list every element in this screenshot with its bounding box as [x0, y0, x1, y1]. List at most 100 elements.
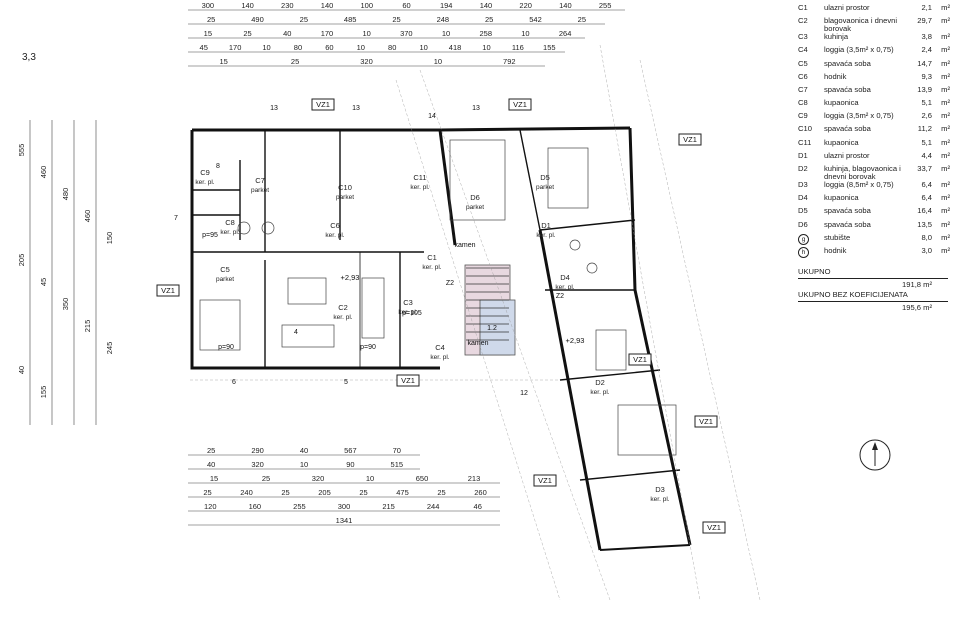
bottom-dimension: 25 — [281, 488, 289, 497]
plan-label: 13 — [352, 105, 360, 112]
bottom-dimension: 120 — [204, 502, 217, 511]
top-dimension: 370 — [400, 29, 413, 38]
legend-name: blagovaonica i dnevni borovak — [824, 16, 898, 34]
legend-value: 14,7 — [917, 58, 932, 68]
level-mark: +2,93 — [566, 336, 585, 345]
bottom-dimension: 215 — [382, 502, 395, 511]
left-dimension: 205 — [17, 254, 26, 267]
left-dimension: 460 — [83, 210, 92, 223]
top-dimension: 40 — [283, 29, 291, 38]
legend-name: stubište — [824, 232, 851, 242]
top-dimension: 320 — [360, 57, 373, 66]
legend-name: ulazni prostor — [824, 150, 870, 160]
top-dimension: 258 — [479, 29, 492, 38]
legend-value: 13,5 — [917, 219, 932, 229]
plan-label: 7 — [174, 215, 178, 222]
room-floor: ker. pl. — [195, 179, 214, 186]
bottom-dimension: 320 — [251, 460, 264, 469]
total-value: 191,8 m² — [902, 280, 932, 290]
legend-name: spavaća soba — [824, 84, 871, 94]
marker-box — [678, 133, 702, 146]
top-dimension: 25 — [300, 15, 308, 24]
plan-label: Z2 — [446, 280, 454, 287]
room-id: C11 — [413, 173, 426, 182]
legend-code: D1 — [798, 150, 808, 160]
bottom-dimension: 40 — [300, 446, 308, 455]
room-id: C7 — [255, 176, 265, 185]
bottom-dimension: 10 — [300, 460, 308, 469]
legend-name: ulazni prostor — [824, 3, 870, 12]
legend-value: 2,1 — [921, 3, 932, 12]
legend-value: 8,0 — [921, 232, 932, 242]
room-floor: ker. pl. — [430, 354, 449, 361]
legend-unit: m² — [941, 3, 950, 12]
room-floor: ker. pl. — [333, 314, 352, 321]
room-id: D6 — [470, 193, 480, 202]
marker-box — [533, 474, 557, 487]
room-id: C1 — [427, 253, 437, 262]
bottom-dimension: 320 — [312, 474, 325, 483]
legend-name: spavaća soba — [824, 124, 871, 134]
bottom-dimension: 10 — [366, 474, 374, 483]
legend-name: kuhinja, blagovaonica i dnevni borovak — [824, 164, 901, 181]
top-dimension: 10 — [521, 29, 529, 38]
room-floor: parket — [466, 204, 484, 211]
vz-marker: VZ1 — [401, 376, 415, 385]
top-dimension: 10 — [357, 43, 365, 52]
room-id: C4 — [435, 343, 445, 352]
total-nocoef-value: 195,6 m² — [902, 302, 932, 312]
stair-label: 1.2 — [487, 325, 497, 332]
top-dimension: 485 — [344, 15, 357, 24]
top-dimension: 60 — [325, 43, 333, 52]
room-id: D4 — [560, 273, 570, 282]
left-dimension: 480 — [61, 188, 70, 201]
room-floor: ker. pl. — [650, 496, 669, 503]
legend-value: 33,7 — [917, 164, 932, 173]
legend-code: D6 — [798, 219, 808, 229]
north-arrow-icon — [859, 439, 891, 471]
room-id: C10 — [338, 183, 352, 192]
room-id: C6 — [330, 221, 340, 230]
legend-code: D4 — [798, 193, 808, 203]
legend-code: C2 — [798, 16, 808, 26]
legend-value: 4,4 — [921, 150, 932, 160]
bottom-dimension: 240 — [240, 488, 253, 497]
legend-name: hodnik — [824, 245, 847, 255]
bottom-dimension: 213 — [468, 474, 481, 483]
bottom-dimension: 290 — [251, 446, 264, 455]
legend-unit: m² — [941, 111, 950, 121]
legend-code: D3 — [798, 179, 808, 189]
top-dimension: 25 — [392, 15, 400, 24]
top-dimension: 15 — [220, 57, 228, 66]
vz-marker: VZ1 — [161, 286, 175, 295]
furniture — [199, 139, 677, 456]
room-floor: ker. pl. — [555, 284, 574, 291]
room-id: C3 — [403, 298, 413, 307]
legend-unit: m² — [941, 137, 950, 147]
room-id: D5 — [540, 173, 550, 182]
legend-code: g — [798, 233, 824, 245]
left-wing-walls — [190, 128, 440, 370]
dimension-lines — [29, 9, 625, 526]
top-dimension: 60 — [402, 1, 410, 10]
top-dimension: 194 — [440, 1, 453, 10]
right-wing-walls — [438, 126, 692, 551]
plan-label: 4 — [294, 329, 298, 336]
legend-unit: m² — [941, 124, 950, 134]
bottom-dimension: 25 — [262, 474, 270, 483]
vz-marker: VZ1 — [707, 523, 721, 532]
top-dimension: 116 — [512, 43, 524, 52]
vz-marker: VZ1 — [513, 100, 527, 109]
legend-unit: m² — [941, 84, 950, 94]
top-dimension: 248 — [437, 15, 450, 24]
legend-code: C1 — [798, 3, 808, 12]
top-dimension: 140 — [321, 1, 334, 10]
legend-name: loggia (3,5m² x 0,75) — [824, 45, 894, 55]
top-dimension: 25 — [291, 57, 299, 66]
room-id: C9 — [200, 168, 210, 177]
